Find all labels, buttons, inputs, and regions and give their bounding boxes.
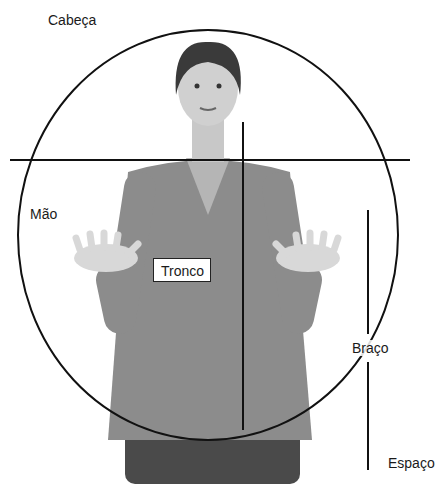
box-text: Tronco <box>161 263 203 279</box>
label-box: Tronco <box>153 258 211 282</box>
mouth <box>200 108 216 110</box>
part-label: Espaço <box>386 455 437 471</box>
eye <box>217 84 222 89</box>
eye <box>195 84 200 89</box>
left-fingers <box>76 233 138 254</box>
horizontal-axis <box>10 159 410 161</box>
part-label: Cabeça <box>46 12 98 28</box>
right-fingers <box>276 233 338 254</box>
hair <box>176 42 241 95</box>
part-label: Mão <box>28 206 59 222</box>
vertical-axis <box>242 122 244 430</box>
part-label: Braço <box>350 340 391 356</box>
signing-space-oval <box>18 30 398 440</box>
collar <box>186 158 230 215</box>
